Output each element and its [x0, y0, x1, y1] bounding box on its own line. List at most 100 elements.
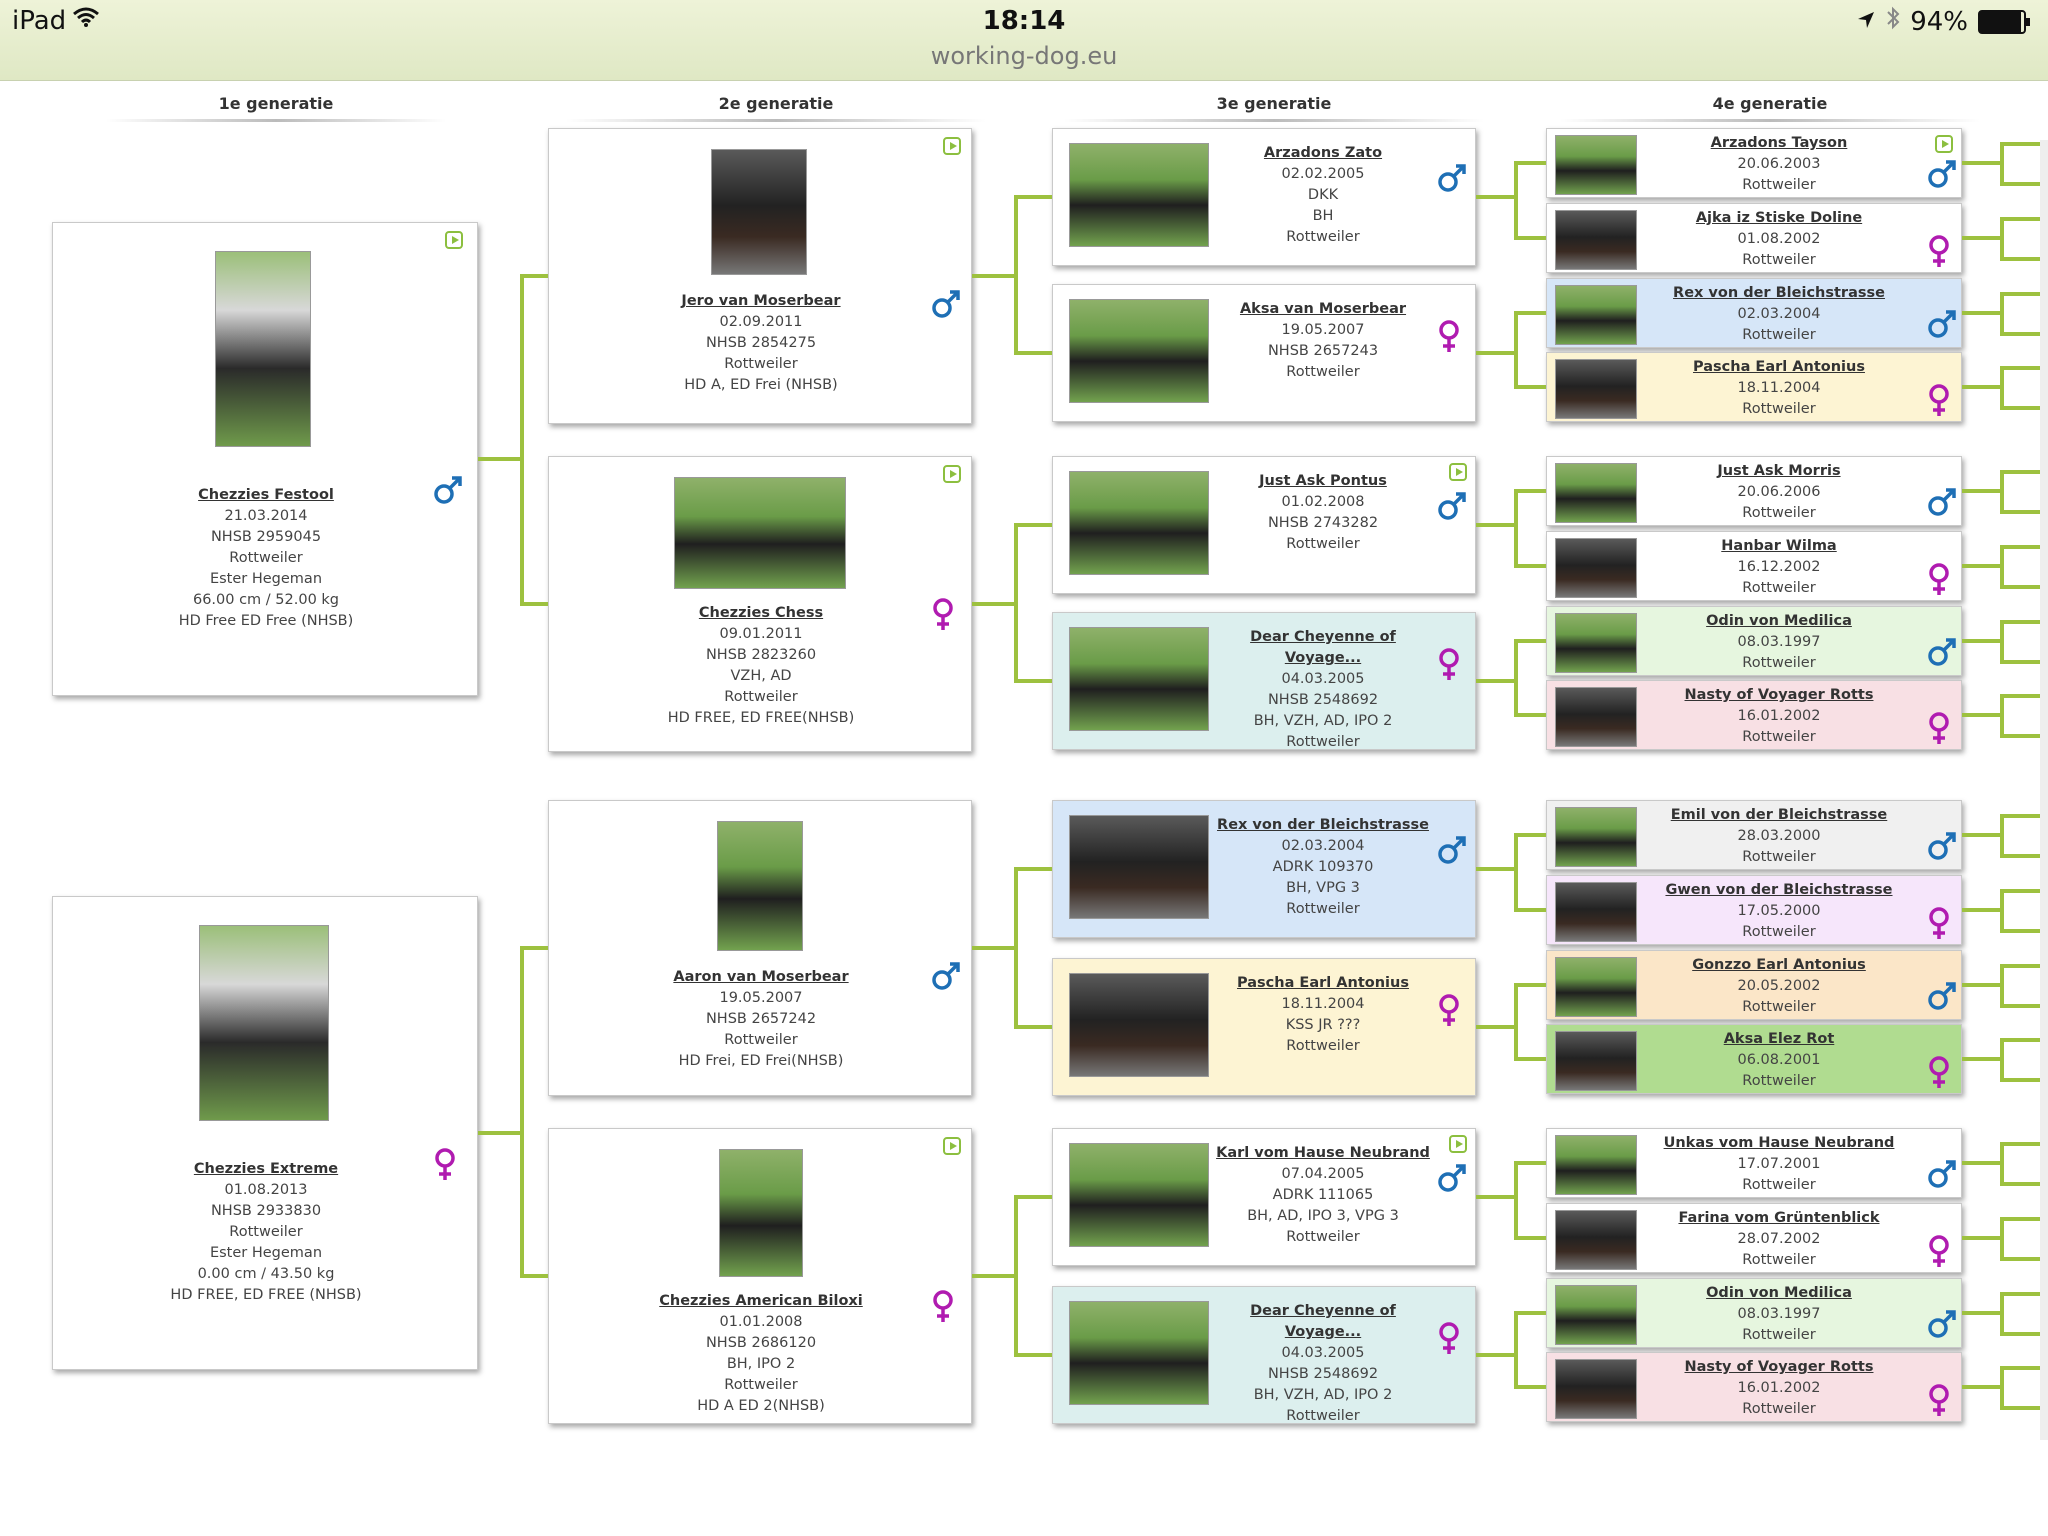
dog-photo[interactable] — [1069, 815, 1209, 919]
dog-photo[interactable] — [1555, 210, 1637, 270]
dog-name-link[interactable]: Unkas vom Hause Neubrand — [1663, 1135, 1895, 1151]
dog-name-link[interactable]: Karl vom Hause Neubrand — [1216, 1145, 1430, 1161]
dog-name-link[interactable]: Aksa Elez Rot — [1723, 1031, 1835, 1047]
dog-name-link[interactable]: Aaron van Moserbear — [673, 969, 849, 985]
play-video-icon[interactable] — [1449, 463, 1467, 481]
dog-name-link[interactable]: Just Ask Morris — [1717, 463, 1841, 479]
dog-photo[interactable] — [1555, 1285, 1637, 1345]
dog-name-link[interactable]: Dear Cheyenne of Voyage... — [1250, 629, 1396, 666]
dog-name-link[interactable]: Odin von Medilica — [1706, 613, 1852, 629]
dog-photo[interactable] — [1555, 285, 1637, 345]
dog-photo[interactable] — [1555, 1359, 1637, 1419]
dog-name-link[interactable]: Chezzies Extreme — [193, 1161, 339, 1177]
dog-photo[interactable] — [1069, 299, 1209, 403]
dog-name-link[interactable]: Gwen von der Bleichstrasse — [1665, 882, 1893, 898]
dog-photo[interactable] — [1555, 538, 1637, 598]
dog-photo[interactable] — [1555, 1210, 1637, 1270]
dog-photo[interactable] — [199, 925, 329, 1121]
dog-name-link[interactable]: Chezzies Festool — [198, 487, 334, 503]
dog-name-link[interactable]: Farina vom Grüntenblick — [1678, 1210, 1880, 1226]
dog-photo[interactable] — [215, 251, 311, 447]
dog-name-link[interactable]: Hanbar Wilma — [1721, 538, 1837, 554]
dog-photo[interactable] — [1555, 807, 1637, 867]
dog-photo[interactable] — [1555, 463, 1637, 523]
dog-photo[interactable] — [1069, 1143, 1209, 1247]
dog-photo[interactable] — [1069, 143, 1209, 247]
dog-name-link[interactable]: Aksa van Moserbear — [1239, 301, 1407, 317]
dog-name-link[interactable]: Jero van Moserbear — [681, 293, 841, 309]
dog-name-link[interactable]: Ajka iz Stiske Doline — [1695, 210, 1863, 226]
url-bar[interactable]: working-dog.eu — [930, 42, 1118, 70]
dog-name-link[interactable]: Odin von Medilica — [1706, 1285, 1852, 1301]
dog-photo[interactable] — [719, 1149, 803, 1277]
pedigree-connector — [2000, 1292, 2040, 1296]
dog-photo[interactable] — [1555, 135, 1637, 195]
dog-photo[interactable] — [1555, 687, 1637, 747]
play-video-icon[interactable] — [943, 465, 961, 483]
dog-photo[interactable] — [1555, 957, 1637, 1017]
dog-name-link[interactable]: Rex von der Bleichstrasse — [1673, 285, 1885, 301]
play-video-icon[interactable] — [943, 1137, 961, 1155]
dog-name-link[interactable]: Rex von der Bleichstrasse — [1217, 817, 1429, 833]
play-video-icon[interactable] — [943, 137, 961, 155]
dog-photo[interactable] — [1069, 471, 1209, 575]
dog-photo[interactable] — [1069, 973, 1209, 1077]
dog-name-link[interactable]: Pascha Earl Antonius — [1237, 975, 1409, 991]
dog-photo[interactable] — [1555, 359, 1637, 419]
dog-name-link[interactable]: Chezzies American Biloxi — [659, 1293, 863, 1309]
dog-photo[interactable] — [1555, 613, 1637, 673]
dog-photo[interactable] — [674, 477, 846, 589]
dog-photo[interactable] — [711, 149, 807, 275]
dog-name-link[interactable]: Dear Cheyenne of Voyage... — [1250, 1303, 1396, 1340]
dog-name-link[interactable]: Just Ask Pontus — [1259, 473, 1387, 489]
dog-photo[interactable] — [1069, 627, 1209, 731]
dog-photo[interactable] — [717, 821, 803, 951]
dog-name-link[interactable]: Emil von der Bleichstrasse — [1670, 807, 1888, 823]
dog-name-link[interactable]: Nasty of Voyager Rotts — [1684, 687, 1874, 703]
dog-name-link[interactable]: Pascha Earl Antonius — [1693, 359, 1865, 375]
play-video-icon[interactable] — [1935, 135, 1953, 153]
dog-name-link[interactable]: Arzadons Tayson — [1710, 135, 1848, 151]
dog-name-link[interactable]: Gonzzo Earl Antonius — [1692, 957, 1866, 973]
dog-name-link[interactable]: Nasty of Voyager Rotts — [1684, 1359, 1874, 1375]
dog-photo[interactable] — [1555, 1135, 1637, 1195]
dog-name-link[interactable]: Chezzies Chess — [698, 605, 824, 621]
dog-photo[interactable] — [1069, 1301, 1209, 1405]
dog-name-link[interactable]: Arzadons Zato — [1263, 145, 1383, 161]
play-video-icon[interactable] — [445, 231, 463, 249]
dog-photo[interactable] — [1555, 882, 1637, 942]
play-video-icon[interactable] — [1449, 1135, 1467, 1153]
dog-photo[interactable] — [1555, 1031, 1637, 1091]
